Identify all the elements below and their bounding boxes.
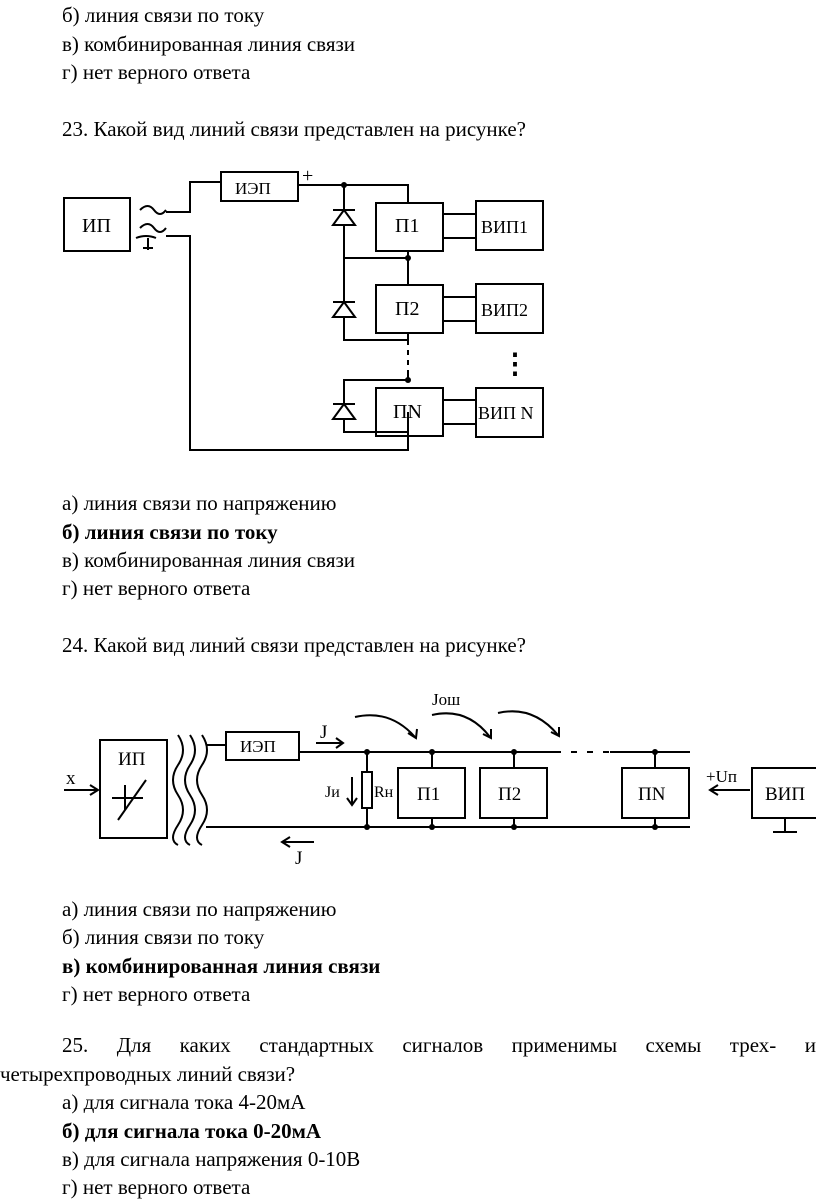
- prev-option-v: в) комбинированная линия связи: [62, 32, 356, 56]
- q25-word: схемы: [645, 1033, 702, 1057]
- j-top-label: J: [320, 722, 327, 743]
- pn-label-2: ПN: [638, 784, 666, 805]
- question-24: 24. Какой вид линий связи представлен на…: [62, 633, 526, 657]
- ji-label: Jи: [325, 784, 340, 801]
- q25-word: стандартных: [259, 1033, 374, 1057]
- vertical-dots: ⋮: [501, 349, 529, 380]
- q24-option-a: а) линия связи по напряжению: [62, 897, 337, 921]
- p1-box: [375, 202, 444, 252]
- vip1-box: [475, 200, 544, 251]
- q25-word: и: [804, 1033, 816, 1057]
- question-25-line1: 25. Для каких стандартных сигналов приме…: [62, 1032, 816, 1058]
- p2-box: [375, 284, 444, 334]
- prev-option-g: г) нет верного ответа: [62, 60, 251, 84]
- q25-option-a: а) для сигнала тока 4-20мА: [62, 1090, 306, 1114]
- iep-box: [220, 171, 299, 202]
- josh-label: Jош: [432, 690, 460, 709]
- ip-label-2: ИП: [118, 749, 146, 770]
- vip2-label: ВИП2: [481, 300, 528, 320]
- q23-option-g: г) нет верного ответа: [62, 576, 251, 600]
- j-bottom-label: J: [295, 848, 302, 868]
- q23-option-v: в) комбинированная линия связи: [62, 548, 356, 572]
- q24-option-g: г) нет верного ответа: [62, 982, 251, 1006]
- diagram-combined-line: ИП x ИЭП J J Jош Jи Rн П1 П2 ПN +Uп ВИП: [64, 690, 816, 868]
- p1-label-2: П1: [417, 784, 440, 805]
- q25-word: сигналов: [402, 1033, 484, 1057]
- question-25-line2: четырехпроводных линий связи?: [0, 1062, 296, 1086]
- vip-label-2: ВИП: [765, 784, 805, 805]
- ip-box: [63, 197, 131, 252]
- q25-word: каких: [179, 1033, 231, 1057]
- q25-option-b-correct: б) для сигнала тока 0-20мА: [62, 1119, 322, 1143]
- pn-label: ПN: [393, 401, 422, 423]
- q25-word: применимы: [511, 1033, 618, 1057]
- vip1-label: ВИП1: [481, 217, 528, 237]
- ip-box-2: [99, 739, 168, 839]
- up-label: +Uп: [706, 767, 737, 786]
- q25-word: трех-: [729, 1033, 777, 1057]
- iep-label-2: ИЭП: [240, 737, 276, 756]
- p2-label: П2: [395, 298, 419, 320]
- q23-option-b-correct: б) линия связи по току: [62, 520, 278, 544]
- q25-word: Для: [116, 1033, 152, 1057]
- x-label: x: [66, 768, 76, 789]
- p1-label: П1: [395, 215, 419, 237]
- plus-label: +: [302, 165, 313, 187]
- q23-option-a: а) линия связи по напряжению: [62, 491, 337, 515]
- diagram-current-loop: ИП ИЭП + П1 П2 ПN ВИП1 ВИП2 ВИП N ⋮: [63, 165, 544, 451]
- vipn-box: [475, 387, 544, 438]
- vip2-box: [475, 283, 544, 334]
- iep-box-2: [225, 731, 300, 761]
- prev-option-b: б) линия связи по току: [62, 3, 265, 27]
- vipn-label: ВИП N: [478, 403, 534, 423]
- q25-word: 25.: [62, 1033, 89, 1057]
- q24-option-v-correct: в) комбинированная линия связи: [62, 954, 381, 978]
- q25-option-g: г) нет верного ответа: [62, 1175, 251, 1199]
- question-23: 23. Какой вид линий связи представлен на…: [62, 117, 526, 141]
- iep-label: ИЭП: [235, 179, 271, 198]
- q24-option-b: б) линия связи по току: [62, 925, 265, 949]
- ip-label: ИП: [82, 215, 111, 237]
- pn-box: [375, 387, 444, 437]
- q25-option-v: в) для сигнала напряжения 0-10В: [62, 1147, 361, 1171]
- p2-label-2: П2: [498, 784, 521, 805]
- rn-label: Rн: [374, 784, 394, 801]
